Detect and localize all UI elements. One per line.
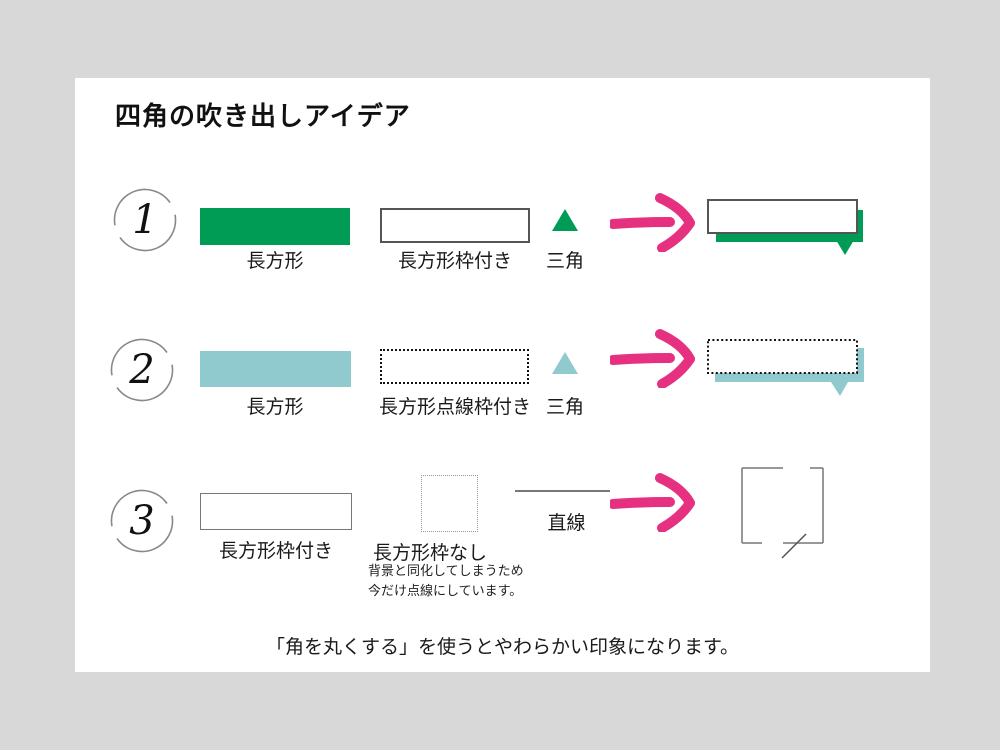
green-rectangle-shape bbox=[200, 208, 350, 245]
shape-label: 三角 bbox=[545, 396, 584, 418]
broken-circle-icon bbox=[113, 188, 177, 252]
step-2-badge: 2 bbox=[109, 337, 175, 403]
shape-label: 長方形 bbox=[246, 250, 304, 272]
note-line: 今だけ点線にしています。 bbox=[368, 584, 523, 600]
teal-triangle-shape bbox=[552, 352, 578, 374]
shape-label: 長方形枠なし bbox=[372, 542, 487, 564]
shape-note: 背景と同化してしまうため 今だけ点線にしています。 bbox=[368, 562, 524, 602]
shape-label: 直線 bbox=[547, 512, 586, 534]
green-triangle-shape bbox=[552, 209, 578, 231]
shape-label: 長方形枠付き bbox=[397, 250, 512, 272]
step-number: 1 bbox=[132, 197, 158, 243]
shape-label: 長方形点線枠付き bbox=[378, 396, 531, 418]
step-number: 2 bbox=[129, 347, 155, 393]
straight-line-shape bbox=[515, 490, 610, 492]
shape-label: 三角 bbox=[545, 250, 584, 272]
arrow-right-icon bbox=[610, 193, 695, 252]
bordered-rectangle-shape bbox=[380, 208, 530, 243]
step-number: 3 bbox=[129, 498, 155, 544]
shape-label: 長方形枠付き bbox=[218, 540, 333, 562]
note-line: 背景と同化してしまうため bbox=[368, 564, 524, 579]
step-3-badge: 3 bbox=[109, 488, 175, 554]
arrow-right-icon bbox=[610, 329, 695, 388]
bordered-rectangle-shape bbox=[200, 493, 352, 530]
open-frame-result bbox=[741, 467, 824, 559]
shape-label: 長方形 bbox=[246, 396, 304, 418]
borderless-rectangle-shape bbox=[421, 475, 478, 532]
arrow-right-icon bbox=[610, 473, 695, 532]
step-1-badge: 1 bbox=[112, 187, 178, 253]
speech-bubble-result-green bbox=[707, 199, 863, 255]
page-title: 四角の吹き出しアイデア bbox=[115, 102, 411, 132]
broken-circle-icon bbox=[110, 338, 174, 402]
teal-rectangle-shape bbox=[200, 351, 351, 387]
footer-caption: 「角を丸くする」を使うとやわらかい印象になります。 bbox=[265, 636, 740, 658]
speech-bubble-result-teal bbox=[707, 339, 864, 396]
dotted-rectangle-shape bbox=[380, 349, 529, 384]
broken-circle-icon bbox=[110, 489, 174, 553]
